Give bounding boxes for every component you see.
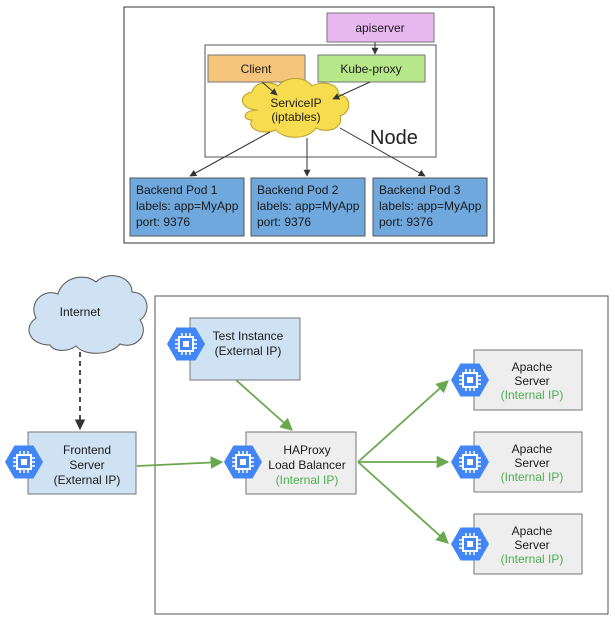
apache-2-label-1: Apache [512,442,553,456]
haproxy-label-2: Load Balancer [268,458,345,472]
gcp-diagram: Internet Frontend Server (External IP) T… [5,275,609,615]
pod-1-name: Backend Pod 1 [136,183,218,197]
k8s-diagram: apiserver Client Kube-proxy ServiceIP (i… [123,6,495,244]
pod-1-port: port: 9376 [136,215,190,229]
service-ip-label-1: ServiceIP [270,96,321,110]
arrow-serviceip-pod1 [189,131,271,177]
apache-server-2: Apache Server (Internal IP) [451,431,583,493]
kube-proxy-box [317,54,426,83]
apache-3-label-3: (Internal IP) [501,552,564,566]
backend-pod-2: Backend Pod 2 labels: app=MyApp port: 93… [250,177,366,237]
compute-engine-icon [167,327,205,361]
service-ip-label-2: (iptables) [271,110,320,124]
compute-engine-icon [451,445,489,479]
pod-2-port: port: 9376 [257,215,311,229]
compute-engine-icon [451,363,489,397]
client-label: Client [241,62,272,76]
pod-3-labels: labels: app=MyApp [379,199,482,213]
apache-1-label-1: Apache [512,360,553,374]
frontend-label-1: Frontend [63,443,111,457]
backend-pod-1: Backend Pod 1 labels: app=MyApp port: 93… [129,177,245,237]
frontend-server: Frontend Server (External IP) [5,431,137,495]
pod-1-labels: labels: app=MyApp [136,199,239,213]
frontend-label-2: Server [69,458,104,472]
arrow-haproxy-apache-1 [357,380,449,463]
pod-3-name: Backend Pod 3 [379,183,461,197]
kube-proxy-label: Kube-proxy [340,62,401,76]
apache-3-label-1: Apache [512,524,553,538]
test-instance-label-1: Test Instance [213,329,284,343]
apache-1-label-3: (Internal IP) [501,388,564,402]
apache-server-3: Apache Server (Internal IP) [451,513,583,575]
pod-2-name: Backend Pod 2 [257,183,339,197]
haproxy-label-3: (Internal IP) [276,473,339,487]
apiserver-label: apiserver [355,21,404,35]
compute-engine-icon [5,445,43,479]
apiserver-box [326,12,435,43]
arrow-frontend-haproxy [136,456,224,469]
arrow-haproxy-apache-3 [357,461,449,544]
backend-pod-3: Backend Pod 3 labels: app=MyApp port: 93… [372,177,488,237]
test-instance: Test Instance (External IP) [167,317,301,381]
apache-2-label-2: Server [514,456,549,470]
frontend-label-3: (External IP) [54,473,121,487]
arrow-client-serviceip [261,81,278,96]
compute-engine-icon [224,445,262,479]
test-instance-label-2: (External IP) [215,344,282,358]
internet-cloud [28,275,148,354]
pod-2-labels: labels: app=MyApp [257,199,360,213]
node-label: Node [370,127,418,149]
apache-1-label-2: Server [514,374,549,388]
arrow-kubeproxy-serviceip [332,81,371,100]
apache-2-label-3: (Internal IP) [501,470,564,484]
haproxy-label-1: HAProxy [283,443,330,457]
arrow-serviceip-pod3 [339,127,426,177]
compute-engine-icon [451,527,489,561]
apache-3-label-2: Server [514,538,549,552]
pod-3-port: port: 9376 [379,215,433,229]
client-box [207,54,306,83]
haproxy-load-balancer: HAProxy Load Balancer (Internal IP) [224,431,357,495]
apache-server-1: Apache Server (Internal IP) [451,349,583,411]
arrow-testinstance-haproxy [235,379,293,431]
internet-label: Internet [60,305,101,319]
